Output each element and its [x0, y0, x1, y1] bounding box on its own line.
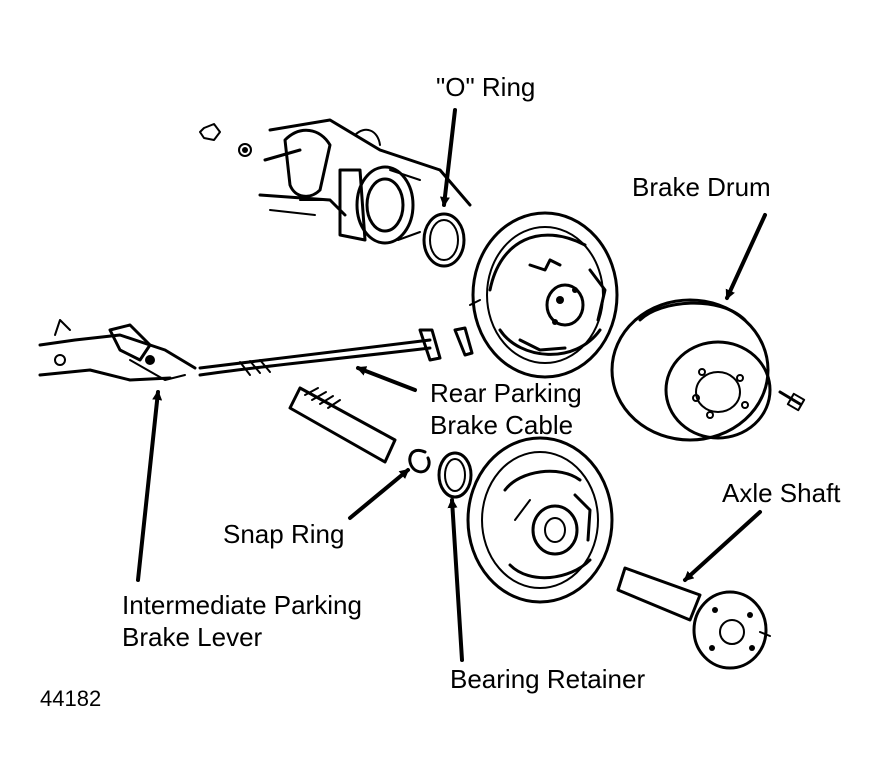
brake-drum-arrow: [725, 213, 767, 300]
bearing-retainer-arrow: [447, 498, 464, 662]
brake-drum-part: [610, 298, 806, 442]
rear-cable-label-line2: Brake Cable: [430, 410, 573, 440]
intermediate-lever-arrow: [136, 390, 163, 582]
axle-shaft-arrow: [683, 510, 762, 582]
intermediate-lever-label-line2: Brake Lever: [122, 622, 263, 652]
upper-backing-plate: [469, 211, 619, 379]
axle-shaft-label: Axle Shaft: [722, 478, 841, 508]
nut-parts: [199, 123, 252, 157]
intermediate-lever-label-line1: Intermediate Parking: [122, 590, 362, 620]
axle-housing: [258, 118, 472, 245]
leader-arrows: [136, 108, 767, 662]
bearing-retainer-label: Bearing Retainer: [450, 664, 645, 694]
o-ring-part: [422, 212, 466, 268]
axle-stub-part: [288, 386, 397, 464]
snap-ring-part: [408, 448, 431, 474]
o-ring-arrow: [439, 108, 457, 207]
o-ring-label: "O" Ring: [436, 72, 535, 102]
snap-ring-arrow: [348, 468, 410, 520]
intermediate-lever-part: [38, 319, 197, 382]
cable-arrow: [356, 366, 417, 392]
lower-backing-plate: [466, 436, 614, 604]
figure-number: 44182: [40, 686, 101, 711]
brake-drum-label: Brake Drum: [632, 172, 771, 202]
parking-brake-cable: [198, 326, 474, 377]
snap-ring-label: Snap Ring: [223, 519, 344, 549]
axle-shaft-part: [616, 566, 771, 670]
rear-cable-label-line1: Rear Parking: [430, 378, 582, 408]
bearing-retainer-part: [437, 451, 473, 499]
